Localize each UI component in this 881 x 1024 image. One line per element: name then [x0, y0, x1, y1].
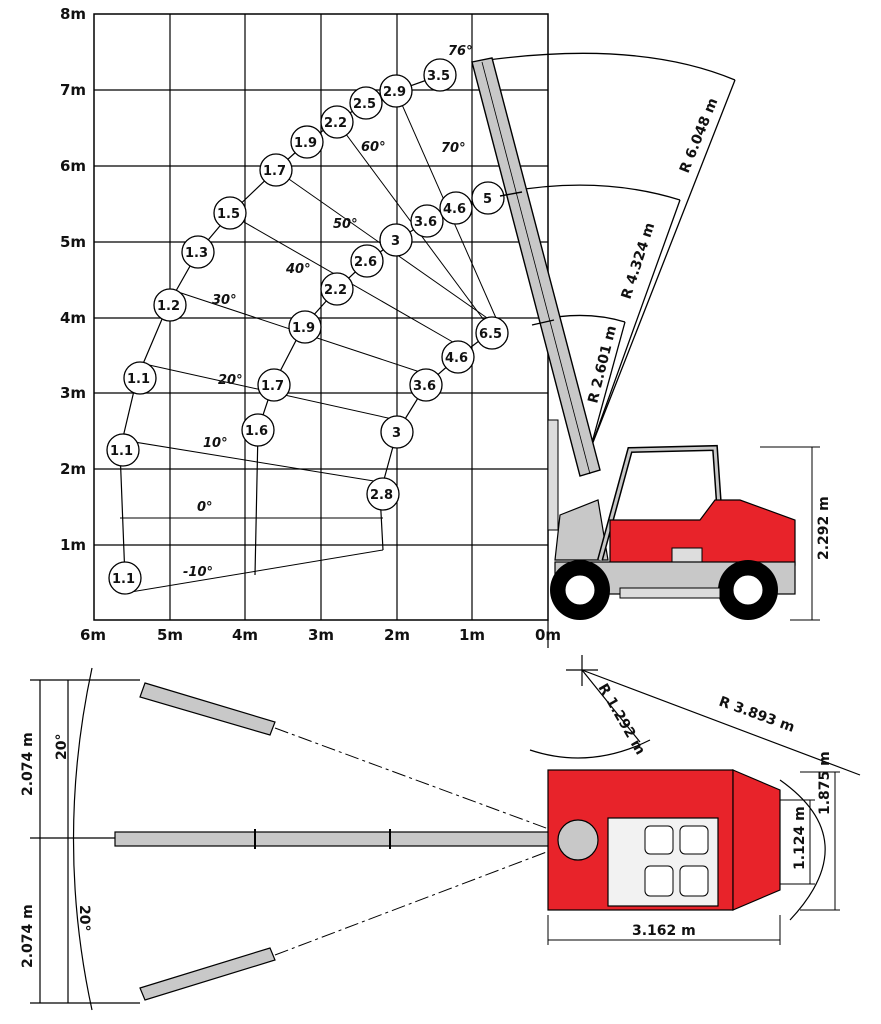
width-label-1875: 1.875 m — [817, 751, 833, 815]
x-tick-3m: 3m — [308, 626, 334, 644]
y-tick-4m: 4m — [60, 309, 86, 327]
angle-label-0: 0° — [197, 500, 213, 515]
capacity-label: 6.5 — [479, 327, 502, 342]
capacity-label: 2.8 — [370, 488, 393, 503]
capacity-label: 2.6 — [354, 255, 377, 270]
capacity-label: 3 — [392, 426, 401, 441]
angle-label-76: 76° — [448, 44, 473, 59]
capacity-label: 1.1 — [110, 444, 133, 459]
height-dimension — [760, 446, 820, 621]
radius-arcs — [487, 52, 736, 451]
capacity-label: 4.6 — [443, 202, 466, 217]
x-tick-1m: 1m — [459, 626, 485, 644]
capacity-label: 5 — [483, 192, 492, 207]
capacity-label: 1.1 — [112, 572, 135, 587]
x-tick-4m: 4m — [232, 626, 258, 644]
radius-label-3893: R 3.893 m — [717, 694, 797, 736]
capacity-label: 1.9 — [294, 136, 317, 151]
radius-label-2601: R 2.601 m — [585, 324, 620, 405]
capacity-label: 3.5 — [427, 69, 450, 84]
capacity-label: 1.1 — [127, 372, 150, 387]
height-label: 2.292 m — [816, 496, 832, 560]
y-tick-5m: 5m — [60, 233, 86, 251]
offset-label-upper: 2.074 m — [20, 732, 36, 796]
capacity-label: 2.2 — [324, 116, 347, 131]
x-tick-6m: 6m — [80, 626, 106, 644]
y-tick-2m: 2m — [60, 460, 86, 478]
length-label: 3.162 m — [632, 923, 696, 939]
radius-label-6048: R 6.048 m — [677, 96, 722, 176]
x-tick-2m: 2m — [384, 626, 410, 644]
capacity-label: 2.2 — [324, 283, 347, 298]
angle-label-lower: 20° — [76, 905, 92, 931]
angle-label-upper: 20° — [54, 734, 70, 760]
angle-label-minus10: -10° — [183, 565, 213, 580]
y-tick-7m: 7m — [60, 81, 86, 99]
angle-label-40: 40° — [285, 262, 311, 277]
capacity-label: 1.9 — [292, 321, 315, 336]
load-chart-grid — [93, 13, 549, 648]
y-tick-3m: 3m — [60, 384, 86, 402]
machine-side — [550, 444, 796, 620]
boom-top — [114, 682, 566, 1001]
x-tick-0m: 0m — [535, 626, 561, 644]
y-tick-8m: 8m — [60, 5, 86, 23]
capacity-label: 1.2 — [157, 299, 180, 314]
capacity-label: 3.6 — [413, 379, 436, 394]
capacity-label: 1.7 — [261, 379, 284, 394]
angle-label-30: 30° — [212, 293, 237, 308]
machine-top — [547, 769, 781, 911]
angle-label-10: 10° — [203, 436, 228, 451]
capacity-label: 1.3 — [185, 246, 208, 261]
width-dimensions — [547, 771, 840, 945]
capacity-label: 1.5 — [217, 207, 240, 222]
capacity-label: 4.6 — [445, 351, 468, 366]
top-radius — [529, 655, 861, 921]
top-view-arc — [30, 667, 140, 1011]
capacity-label: 2.9 — [383, 85, 406, 100]
capacity-inner2: 1.6 1.7 1.9 2.2 2.6 3 3.6 4.6 5 — [241, 181, 505, 447]
y-tick-6m: 6m — [60, 157, 86, 175]
capacity-inner: 2.8 3 3.6 4.6 6.5 — [366, 316, 509, 511]
capacity-label: 3 — [391, 234, 400, 249]
angle-label-20: 20° — [218, 373, 243, 388]
offset-label-lower: 2.074 m — [20, 904, 36, 968]
y-tick-1m: 1m — [60, 536, 86, 554]
capacity-label: 2.5 — [353, 97, 376, 112]
boom-side — [471, 57, 601, 531]
angle-label-50: 50° — [333, 217, 358, 232]
capacity-label: 3.6 — [414, 215, 437, 230]
width-label-1124: 1.124 m — [792, 806, 808, 870]
angle-label-60: 60° — [361, 140, 386, 155]
capacity-label: 1.6 — [245, 424, 268, 439]
x-tick-5m: 5m — [157, 626, 183, 644]
angle-label-70: 70° — [441, 141, 466, 156]
capacity-label: 1.7 — [263, 164, 286, 179]
capacity-outer: 1.1 1.1 1.1 1.2 1.3 1.5 1.7 1.9 2.2 2.5 … — [106, 58, 457, 595]
